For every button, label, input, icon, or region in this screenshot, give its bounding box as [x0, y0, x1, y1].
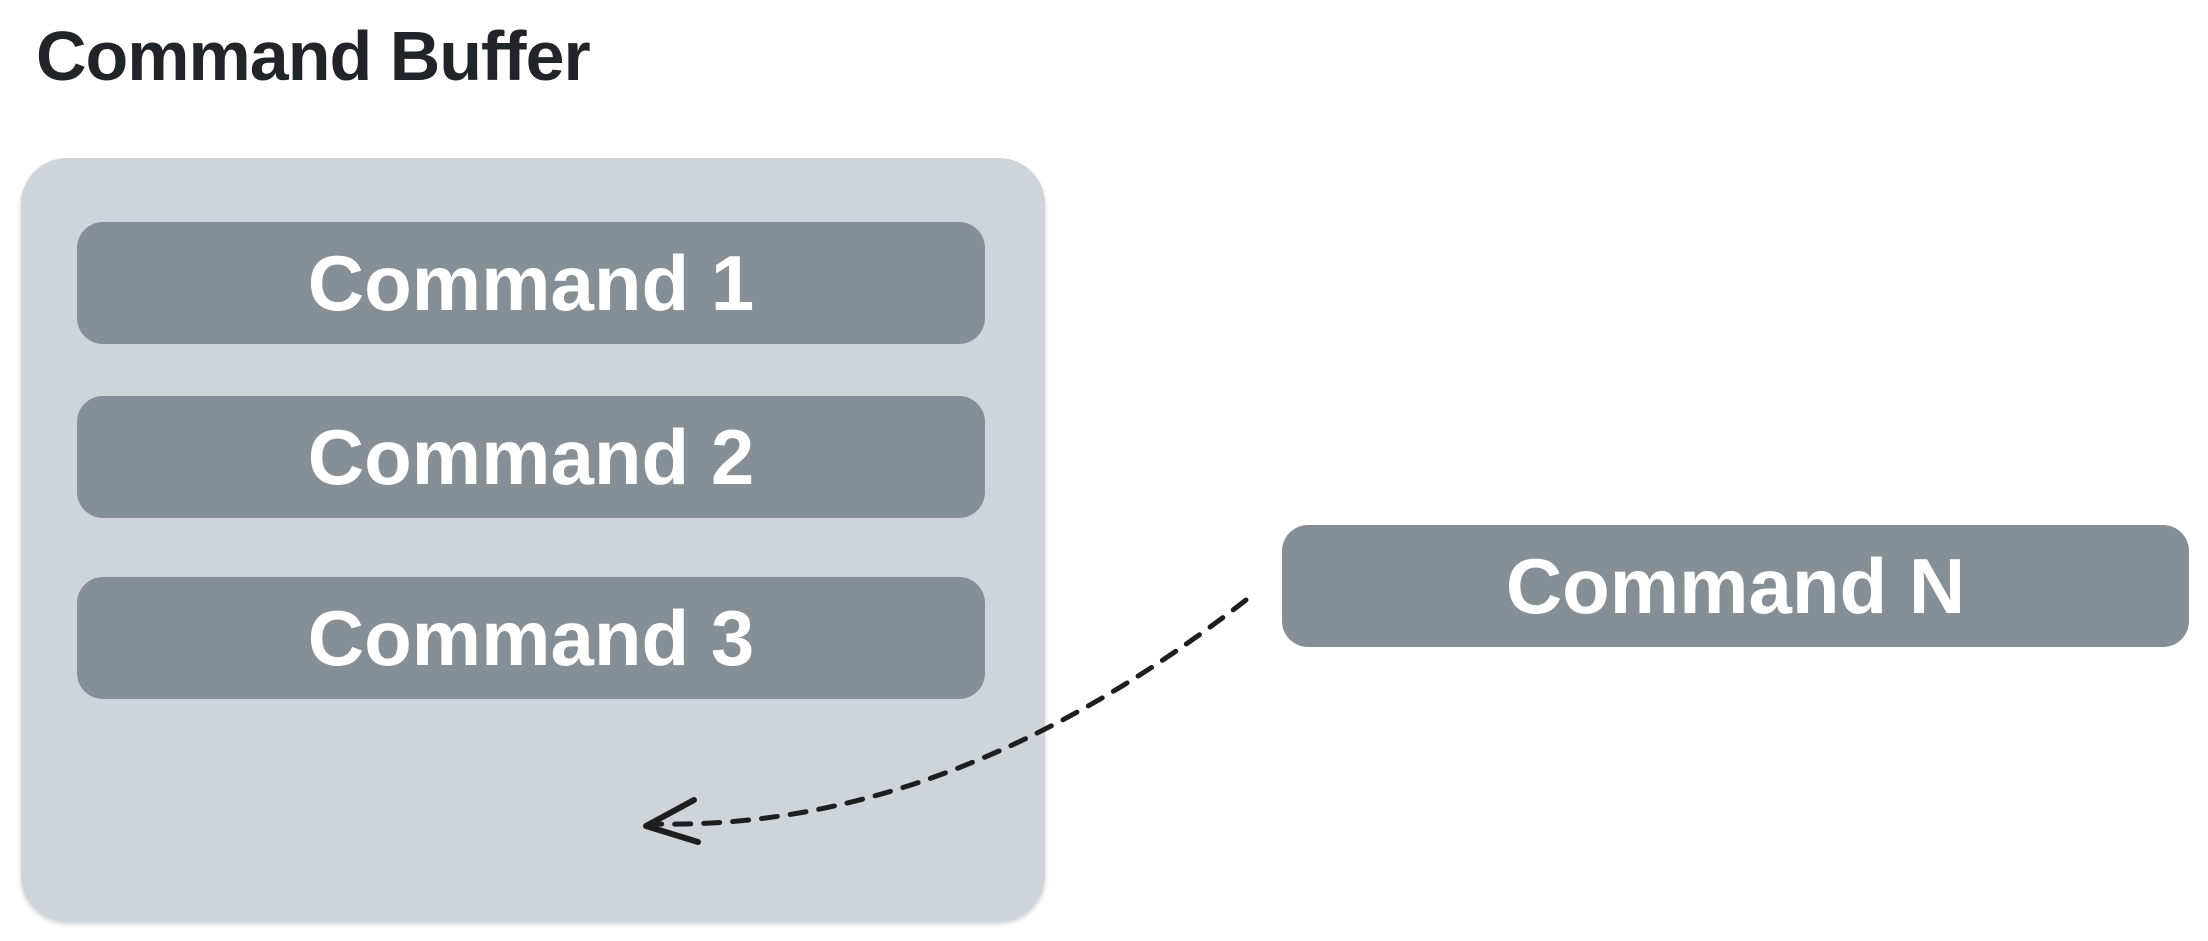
command-n-box: Command N — [1282, 525, 2189, 647]
command-box-3: Command 3 — [77, 577, 985, 699]
command-buffer-container: Command 1 Command 2 Command 3 — [21, 158, 1045, 921]
command-box-1: Command 1 — [77, 222, 985, 344]
command-box-2: Command 2 — [77, 396, 985, 518]
page-title: Command Buffer — [36, 17, 591, 95]
